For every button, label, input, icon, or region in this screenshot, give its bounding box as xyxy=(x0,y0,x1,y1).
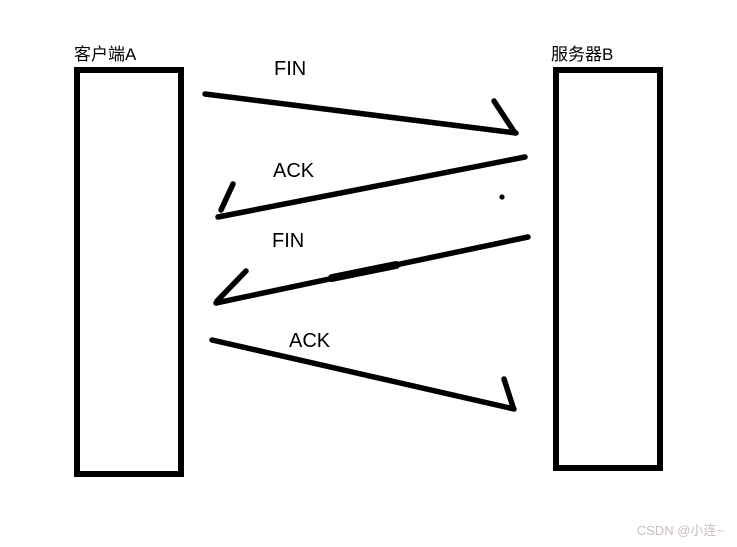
client-node-label: 客户端A xyxy=(74,45,137,64)
message-label-fin-2: FIN xyxy=(272,230,305,252)
arrowhead-stroke xyxy=(218,181,236,213)
message-label-ack-1: ACK xyxy=(273,160,315,182)
client-lifeline-box xyxy=(74,67,184,477)
csdn-watermark: CSDN @小连~ xyxy=(636,523,724,538)
arrow-ack-server-to-client xyxy=(215,154,528,220)
arrowhead-stroke xyxy=(214,268,249,304)
pen-dot xyxy=(499,194,505,200)
arrow-fin-server-to-client xyxy=(213,234,531,306)
arrow-ack-client-to-server xyxy=(209,337,517,412)
arrowhead-stroke xyxy=(501,376,516,410)
message-label-fin-1: FIN xyxy=(274,58,307,80)
server-lifeline-box xyxy=(553,67,663,471)
pen-overlap-stroke xyxy=(328,261,400,282)
server-node-label: 服务器B xyxy=(551,45,614,64)
message-label-ack-2: ACK xyxy=(289,330,331,352)
arrowhead-stroke xyxy=(491,98,518,136)
arrow-fin-client-to-server xyxy=(202,91,519,136)
